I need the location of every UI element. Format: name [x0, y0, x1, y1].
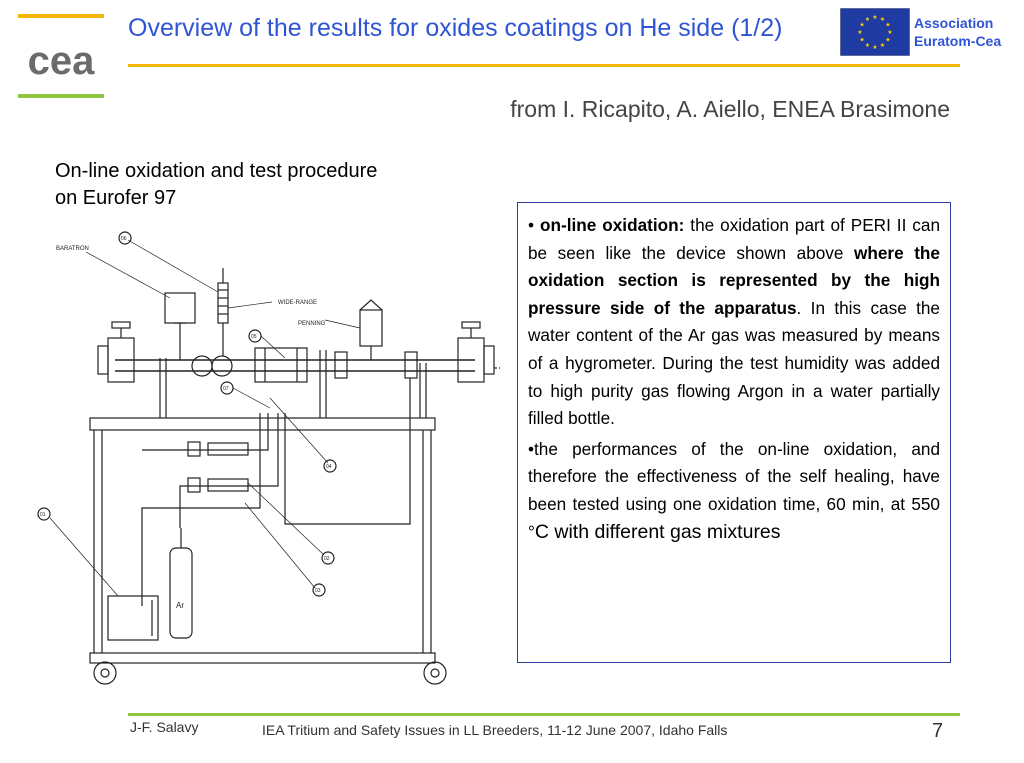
logo-top-bar: [18, 14, 104, 18]
svg-text:05: 05: [251, 334, 257, 340]
logo-text: cea: [28, 39, 95, 83]
footer-conference: IEA Tritium and Safety Issues in LL Bree…: [262, 722, 728, 738]
eu-star-icon: ★: [887, 29, 892, 36]
eu-star-icon: ★: [880, 16, 885, 23]
page-number: 7: [932, 720, 944, 742]
paragraph-online-oxidation: • on-line oxidation: the oxidation part …: [528, 215, 940, 429]
diagram-caption: On-line oxidation and test procedure on …: [55, 158, 495, 212]
argon-bottle: [169, 547, 193, 639]
svg-text:07: 07: [223, 386, 229, 392]
controller-box: [107, 595, 159, 641]
eu-star-icon: ★: [865, 42, 870, 49]
cea-logo: cea: [18, 14, 104, 98]
footer-author: J-F. Salavy: [130, 719, 199, 735]
eu-star-icon: ★: [880, 42, 885, 49]
right-wheel: [423, 661, 447, 685]
association-line1: Association: [914, 15, 994, 31]
bellows: [217, 282, 229, 324]
return-line: [284, 378, 411, 525]
gas-line-3: [179, 413, 279, 528]
svg-text:06: 06: [121, 236, 127, 242]
diagram-caption-line1: On-line oxidation and test procedure: [55, 160, 378, 182]
callout-02: [321, 551, 335, 565]
eu-star-icon: ★: [857, 29, 862, 36]
eu-star-icon: ★: [872, 14, 877, 21]
svg-text:04: 04: [326, 464, 332, 470]
gas-line-1: [141, 413, 261, 606]
label-baratron: BARATRON: [56, 246, 89, 252]
eu-star-icon: ★: [865, 16, 870, 23]
eu-star-icon: ★: [885, 22, 890, 29]
footer-divider: [128, 713, 960, 716]
callout-06: [118, 231, 132, 245]
eu-star-icon: ★: [859, 37, 864, 44]
eu-star-icon: ★: [885, 37, 890, 44]
callout-05: [248, 329, 262, 343]
flow-meter-1: [207, 442, 249, 456]
callout-07: [220, 381, 234, 395]
svg-text:02: 02: [324, 556, 330, 562]
left-wheel: [93, 661, 117, 685]
callout-03: [312, 583, 326, 597]
callout-04: [323, 459, 337, 473]
label-ar: Ar: [176, 601, 184, 610]
penning-gauge: [359, 309, 383, 347]
label-wide-range: WIDE-RANGE: [278, 300, 317, 306]
svg-text:03: 03: [315, 588, 321, 594]
diagram-caption-line2: on Eurofer 97: [55, 187, 177, 209]
title-divider: [128, 64, 960, 67]
test-section: [254, 347, 308, 383]
paragraph-performances: •the performances of the on-line oxidati…: [528, 438, 940, 543]
label-penning: PENNING: [298, 321, 326, 327]
description-box: • on-line oxidation: the oxidation part …: [517, 202, 951, 663]
slide-title: Overview of the results for oxides coati…: [128, 14, 783, 42]
eu-flag-icon: ★★★★★★★★★★★★: [840, 8, 910, 56]
eu-star-icon: ★: [859, 22, 864, 29]
cart-bottom-beam: [89, 652, 436, 664]
logo-bottom-bar: [18, 94, 104, 98]
apparatus-diagram: BARATRON WIDE-RANGE PENNING Ar 06 05 07 …: [37, 231, 500, 685]
callout-01: [37, 507, 51, 521]
source-credit: from I. Ricapito, A. Aiello, ENEA Brasim…: [510, 96, 950, 122]
flow-meter-2: [207, 478, 249, 492]
svg-text:01: 01: [40, 512, 46, 518]
gas-line-2: [142, 413, 269, 451]
eu-star-icon: ★: [872, 44, 877, 51]
association-label: Association Euratom-Cea: [914, 14, 1022, 50]
association-line2: Euratom-Cea: [914, 33, 1002, 49]
cart-top-beam: [89, 417, 436, 431]
